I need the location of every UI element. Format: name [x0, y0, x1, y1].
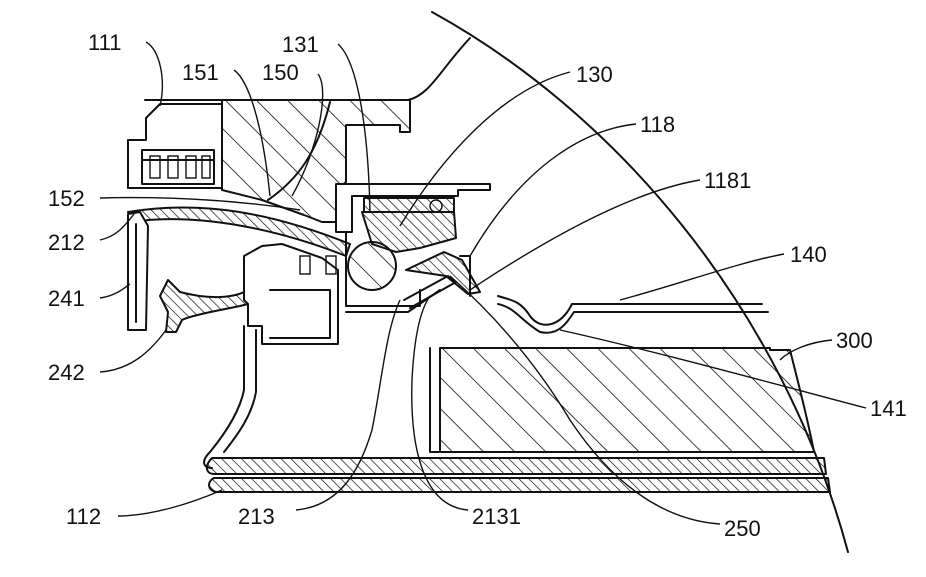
label-150: 150 [262, 60, 299, 85]
label-1181: 1181 [704, 168, 751, 193]
central-housing-base [346, 290, 440, 312]
bezel-241 [128, 212, 148, 330]
battery-300 [440, 348, 814, 452]
label-300: 300 [836, 328, 873, 353]
label-112: 112 [66, 504, 101, 529]
battery-300-outline [430, 348, 440, 452]
spring-140 [498, 296, 762, 325]
label-151: 151 [182, 60, 219, 85]
label-131: 131 [282, 32, 319, 57]
ball-130 [348, 242, 396, 290]
middle-bracket [244, 244, 338, 344]
bottom-plate-upper [207, 458, 826, 474]
spring-140-lower [498, 304, 768, 333]
bottom-plate-112 [209, 478, 830, 492]
lower-wall-outer [204, 326, 244, 468]
lower-wall-inner [224, 330, 256, 452]
label-111: 111 [88, 30, 121, 55]
label-2131: 2131 [472, 504, 521, 529]
label-141: 141 [870, 396, 907, 421]
housing-top-curve [408, 38, 470, 100]
latch-arm-2131 [404, 276, 456, 308]
label-250: 250 [724, 516, 761, 541]
label-152: 152 [48, 186, 85, 211]
latch-118 [406, 252, 480, 294]
label-140: 140 [790, 242, 827, 267]
label-242: 242 [48, 360, 85, 385]
label-212: 212 [48, 230, 85, 255]
label-213: 213 [238, 504, 275, 529]
label-130: 130 [576, 62, 613, 87]
label-241: 241 [48, 286, 85, 311]
label-118: 118 [640, 112, 675, 137]
